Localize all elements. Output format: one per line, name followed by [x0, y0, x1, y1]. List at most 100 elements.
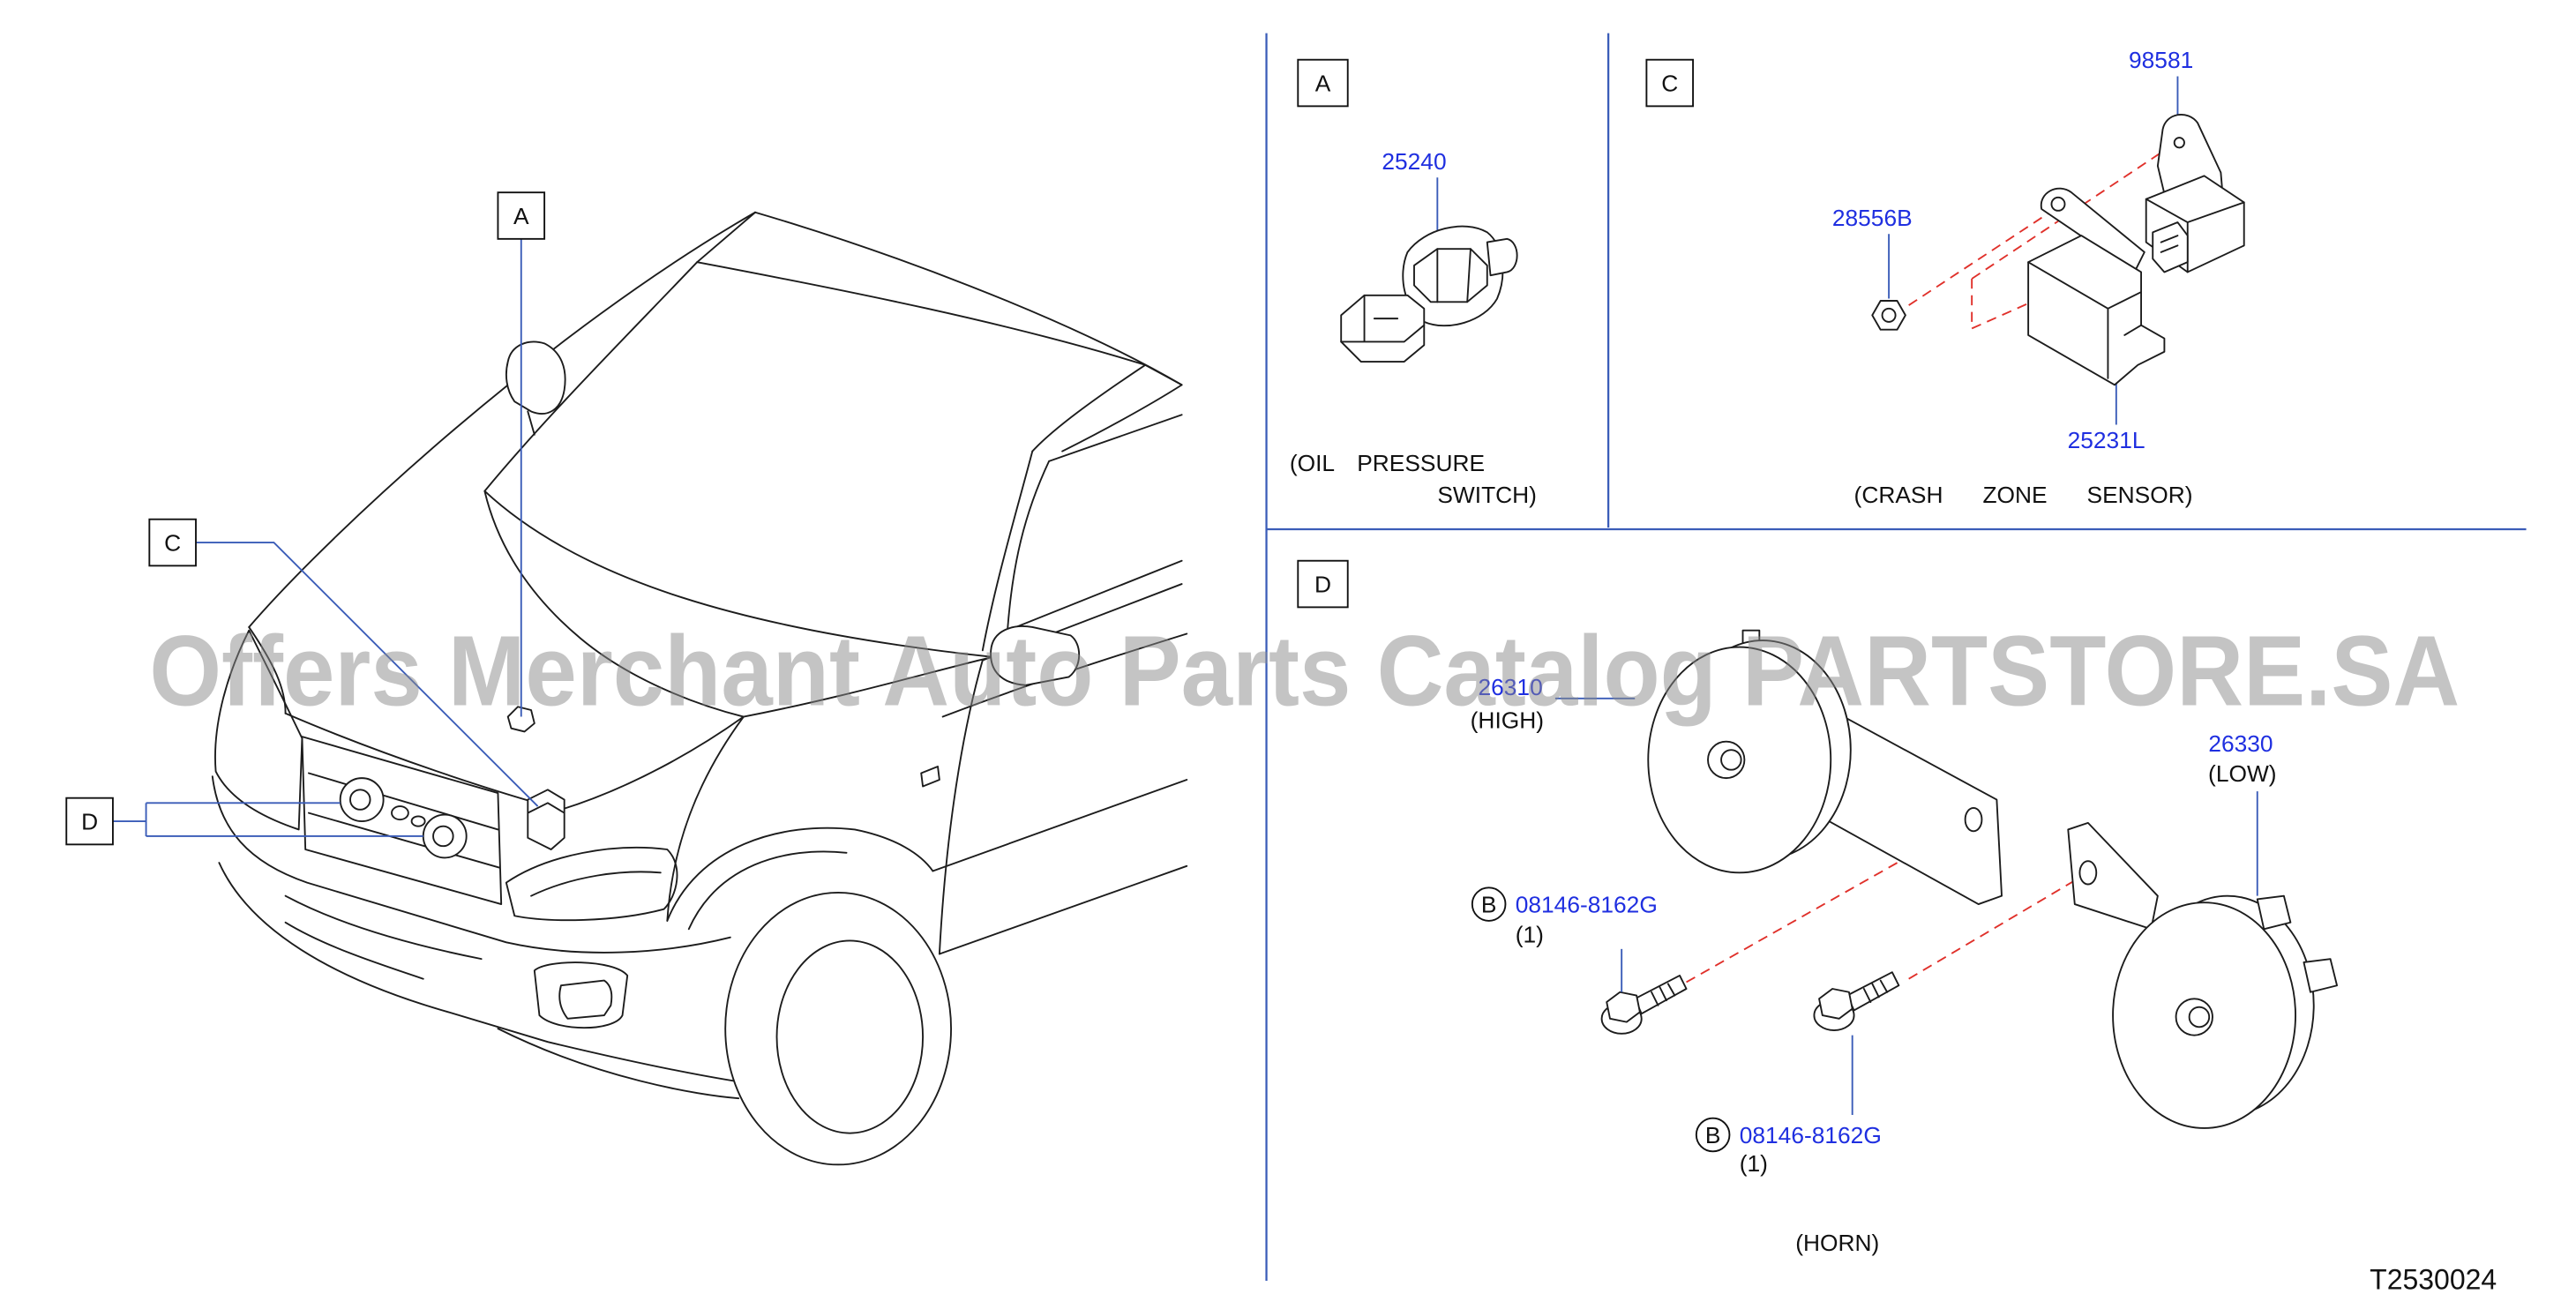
horn-low-note: (LOW) [2208, 760, 2277, 787]
bolt-2-qty: (1) [1740, 1150, 1768, 1177]
panel-a-label: A [1315, 70, 1331, 96]
bolt-1-qty: (1) [1516, 921, 1544, 947]
part-number-25240[interactable]: 25240 [1382, 148, 1446, 175]
bolt-2-head [1818, 988, 1853, 1020]
sensor-lower-bracket-edges [2027, 261, 2143, 379]
oil-switch-connector [1340, 294, 1426, 363]
grille-outline [301, 736, 503, 906]
callout-box-d [65, 797, 114, 846]
windshield-top-edge [696, 261, 1147, 366]
roof-corner [696, 211, 1183, 386]
callout-box-c [148, 518, 197, 567]
horn-low-boss-inner [2188, 1006, 2211, 1028]
overview-callout-a: A [497, 191, 546, 717]
sensor-lower-bracket-flange [2040, 187, 2145, 273]
horn-high-drawing [1647, 629, 2003, 906]
horn-low-location [422, 813, 468, 859]
hood-right-edge [742, 655, 994, 718]
fender-front-edge [666, 715, 745, 922]
oil-switch-thread-tip [1486, 237, 1518, 277]
part-number-25231l[interactable]: 25231L [2068, 427, 2145, 453]
headlight-left [214, 629, 303, 831]
left-mirror [505, 340, 566, 415]
horn-high-bracket-hole [1964, 807, 1983, 833]
leader-d [112, 802, 423, 837]
panel-d: D 26310 (HIGH) 26330 [1297, 559, 2339, 1256]
sensor-upper-bracket-hole [2173, 137, 2185, 149]
guide-offset [1971, 278, 2033, 330]
wheel-arch-inner [687, 850, 848, 931]
nut-28556b [1871, 300, 1906, 331]
a-pillar-right [981, 450, 1034, 652]
grille-bars [308, 772, 501, 869]
part-number-26330[interactable]: 26330 [2208, 730, 2273, 757]
vehicle-illustration [211, 211, 1188, 1166]
bolt-1-shaft [1634, 975, 1688, 1015]
panel-dividers [1265, 33, 2527, 1282]
fog-light [558, 979, 613, 1020]
caption-crash-zone-sensor: (CRASH ZONE SENSOR) [1854, 482, 2193, 508]
overview-callout-c: C [148, 518, 539, 807]
front-tire [724, 891, 953, 1166]
part-number-28556b[interactable]: 28556B [1832, 205, 1913, 231]
hood-center-crease [483, 490, 745, 718]
front-rim [775, 939, 925, 1134]
bumper-lower [218, 862, 740, 1083]
bolt-2-marker: B [1705, 1122, 1721, 1148]
part-number-bolt-1[interactable]: 08146-8162G [1516, 891, 1658, 917]
crash-sensor-drawing [1871, 114, 2245, 386]
oil-switch-connector-latch [1340, 294, 1426, 343]
panel-d-label: D [1314, 571, 1331, 597]
horn-low-bracket-hole [2078, 860, 2098, 886]
oil-switch-hex-edges [1436, 248, 1471, 303]
bolt-1-marker: B [1481, 891, 1497, 917]
a-pillar-left [248, 211, 756, 628]
callout-label-c: C [164, 529, 181, 556]
bumper-opening [284, 894, 483, 980]
horn-high-boss [1707, 740, 1746, 780]
part-number-bolt-2[interactable]: 08146-8162G [1740, 1122, 1882, 1148]
panel-c-label: C [1661, 70, 1678, 96]
caption-oil-pressure-line2: SWITCH) [1437, 482, 1537, 508]
horn-low-drawing [2067, 821, 2339, 1129]
horn-low-terminal-1 [2256, 894, 2292, 931]
bolt-2-thread [1862, 979, 1889, 1003]
bumper-bottom-edge [497, 1028, 740, 1100]
roof-outline [754, 211, 1183, 386]
right-mirror [990, 625, 1081, 686]
horn-low-boss [2175, 998, 2213, 1036]
door-front-edge [938, 659, 984, 955]
oil-switch-hex [1413, 248, 1488, 303]
horn-high-note: (HIGH) [1471, 707, 1544, 734]
horn-high-location [339, 777, 385, 822]
wheel-arch [666, 827, 934, 922]
bolt-2-shaft [1846, 971, 1900, 1012]
crash-sensor-location [527, 789, 565, 850]
caption-oil-pressure-line1: (OIL PRESSURE [1290, 450, 1485, 476]
sensor-connector [2152, 221, 2189, 273]
fender-left-front [248, 626, 287, 714]
panel-c-label-box [1645, 58, 1695, 108]
panel-a-label-box [1297, 58, 1349, 108]
panel-c: C 98581 28556B 25231L (CRASH ZONE SENSOR [1645, 47, 2245, 508]
bolt-1-head [1606, 991, 1641, 1023]
grille-emblem [391, 805, 426, 827]
sensor-flange-hole [2050, 196, 2066, 212]
part-number-98581[interactable]: 98581 [2129, 47, 2193, 73]
windshield-bottom-cowl [483, 490, 994, 658]
callout-label-a: A [513, 203, 529, 229]
leader-c [196, 542, 539, 807]
bolt-1-marker-circle [1471, 886, 1507, 922]
callout-label-d: D [81, 808, 98, 834]
overview-callout-d: D [65, 797, 423, 846]
horn-high-boss-inner [1720, 749, 1742, 771]
bumper-upper [211, 775, 731, 954]
oil-switch-location [506, 706, 535, 733]
horn-low-terminal-2 [2303, 958, 2339, 993]
caption-horn: (HORN) [1795, 1230, 1879, 1256]
callout-box-a [497, 191, 546, 240]
bolt-1-drawing [1600, 975, 1688, 1035]
part-number-26310[interactable]: 26310 [1478, 674, 1542, 700]
bolt-1-thread [1651, 983, 1676, 1006]
